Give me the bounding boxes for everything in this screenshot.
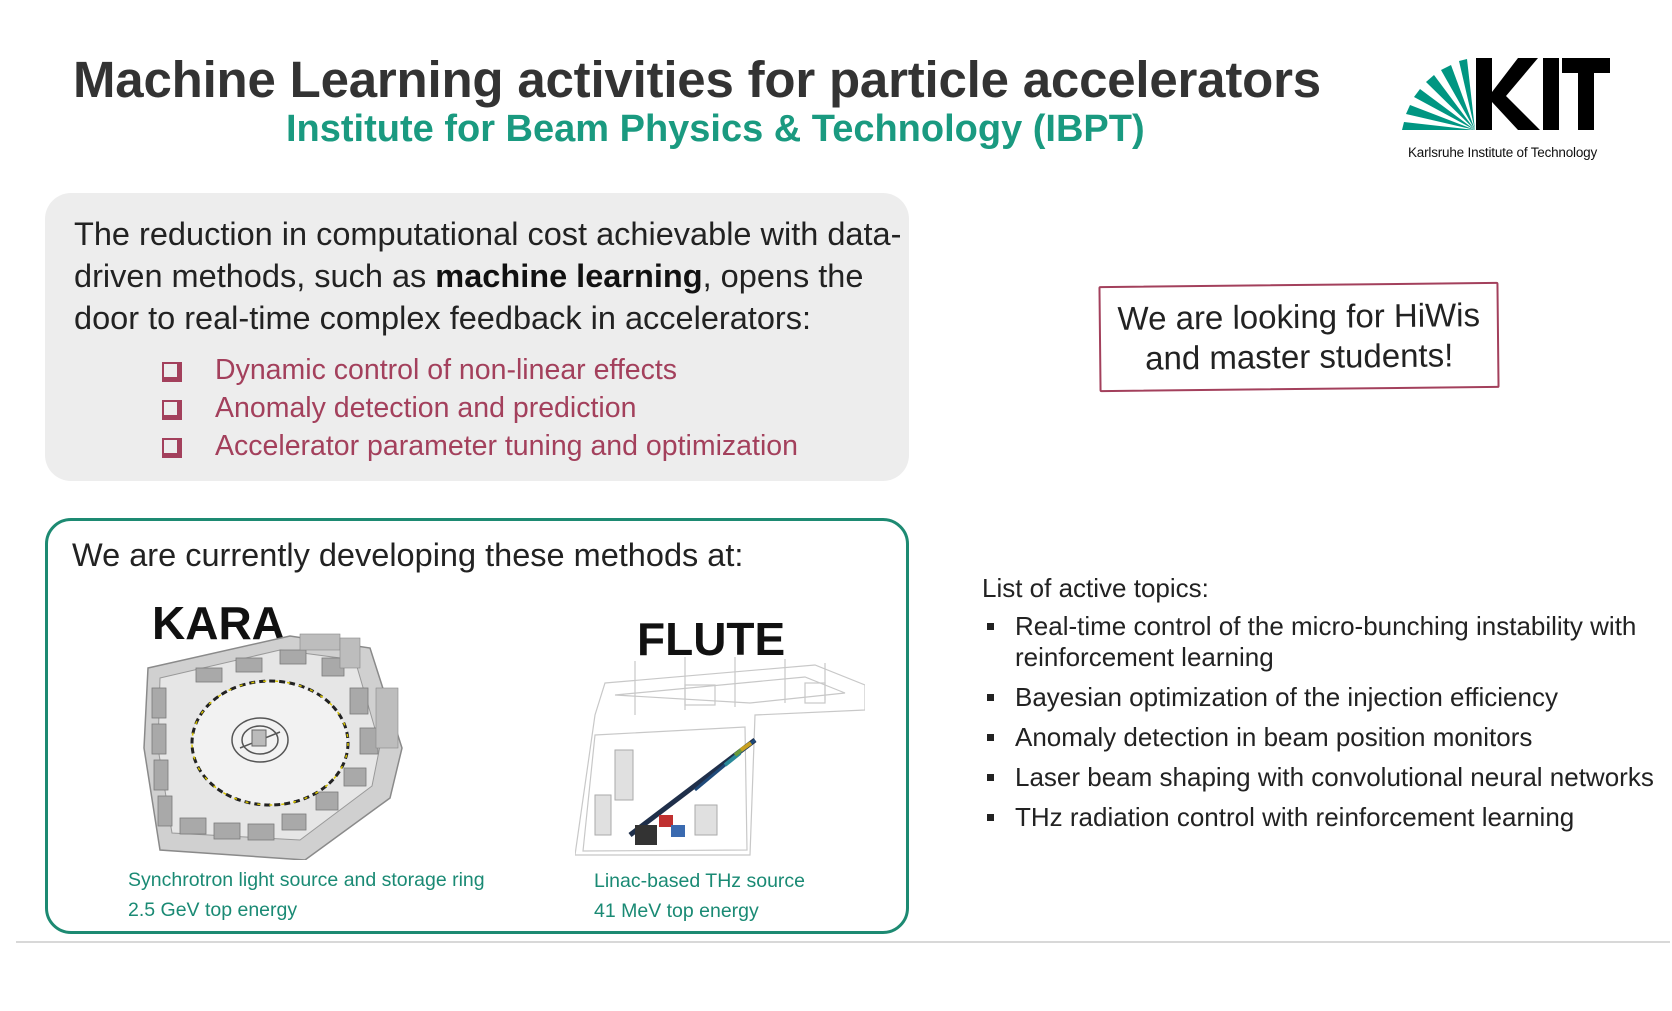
hiring-notice-text: We are looking for HiWis and master stud… [1117, 296, 1481, 377]
square-bullet-icon [987, 774, 994, 781]
topic-item-label: Real-time control of the micro-bunching … [1015, 611, 1637, 672]
square-bullet-icon [987, 623, 994, 630]
facilities-panel [45, 518, 909, 934]
goal-item: Dynamic control of non-linear effects [160, 351, 798, 389]
goal-item-label: Anomaly detection and prediction [215, 391, 637, 424]
kit-logo [1402, 58, 1610, 130]
topic-item: Anomaly detection in beam position monit… [982, 722, 1662, 753]
intro-paragraph: The reduction in computational cost achi… [74, 213, 914, 339]
page-title: Machine Learning activities for particle… [73, 51, 1321, 108]
kara-caption: Synchrotron light source and storage rin… [128, 865, 485, 925]
topic-item-label: Anomaly detection in beam position monit… [1015, 722, 1533, 752]
goal-item: Accelerator parameter tuning and optimiz… [160, 427, 798, 465]
kit-logo-letters [1476, 58, 1610, 130]
kit-logo-rays [1402, 59, 1475, 130]
intro-text-start: The reduction in computational cost achi… [74, 216, 902, 294]
goal-list: Dynamic control of non-linear effects An… [160, 351, 798, 465]
square-bullet-icon [987, 814, 994, 821]
topics-list: Real-time control of the micro-bunching … [982, 611, 1662, 842]
topic-item-label: THz radiation control with reinforcement… [1015, 802, 1575, 832]
flute-facility-image [575, 657, 865, 856]
checkbox-bullet-icon [162, 399, 182, 420]
kara-caption-description: Synchrotron light source and storage rin… [128, 869, 485, 891]
goal-item-label: Dynamic control of non-linear effects [215, 353, 678, 386]
flute-caption-description: Linac-based THz source [594, 870, 805, 892]
topic-item: Laser beam shaping with convolutional ne… [982, 762, 1662, 793]
page-subtitle: Institute for Beam Physics & Technology … [286, 108, 1145, 150]
intro-panel [45, 193, 909, 481]
hiring-notice: We are looking for HiWis and master stud… [1098, 281, 1500, 393]
kara-facility-image [143, 633, 403, 860]
square-bullet-icon [987, 694, 994, 701]
kara-label: KARA [152, 597, 285, 649]
topic-item: THz radiation control with reinforcement… [982, 802, 1662, 833]
topic-item-label: Bayesian optimization of the injection e… [1015, 682, 1558, 712]
goal-item-label: Accelerator parameter tuning and optimiz… [215, 429, 798, 462]
facilities-heading: We are currently developing these method… [72, 537, 744, 573]
goal-item: Anomaly detection and prediction [160, 389, 798, 427]
kara-caption-energy: 2.5 GeV top energy [128, 899, 298, 921]
flute-caption: Linac-based THz source 41 MeV top energy [594, 866, 805, 926]
kit-logo-tagline: Karlsruhe Institute of Technology [1408, 145, 1598, 160]
checkbox-bullet-icon [162, 437, 182, 458]
footer-divider [16, 941, 1670, 943]
intro-text-end: , opens the door to real-time complex fe… [74, 258, 864, 336]
square-bullet-icon [987, 734, 994, 741]
checkbox-bullet-icon [162, 361, 182, 382]
topics-heading: List of active topics: [982, 573, 1209, 603]
topic-item-label: Laser beam shaping with convolutional ne… [1015, 762, 1654, 792]
flute-caption-energy: 41 MeV top energy [594, 900, 759, 922]
topic-item: Real-time control of the micro-bunching … [982, 611, 1662, 673]
topic-item: Bayesian optimization of the injection e… [982, 682, 1662, 713]
intro-text-emphasis: machine learning [435, 258, 703, 294]
flute-label: FLUTE [637, 613, 786, 665]
